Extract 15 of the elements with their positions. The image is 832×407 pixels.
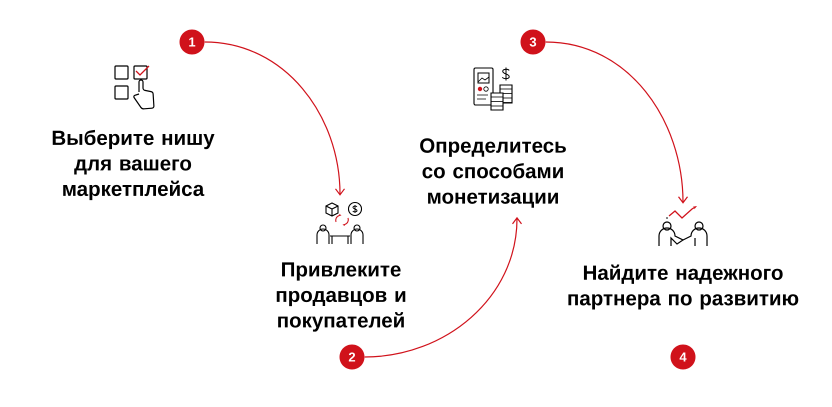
curved-arrow	[546, 41, 688, 204]
number-badge: 4	[670, 344, 696, 370]
step-title: Найдите надежного партнера по развитию	[568, 264, 798, 310]
curved-arrow	[364, 216, 522, 358]
number-badge: 3	[520, 30, 546, 54]
number-badge: 1	[180, 30, 204, 54]
step-title: Привлеките продавцов и покупателей	[276, 262, 406, 332]
number-badge: 2	[340, 344, 364, 370]
curved-arrow	[204, 41, 345, 196]
checklist-icon	[114, 65, 154, 110]
trade-icon	[316, 202, 364, 245]
handshake-icon	[658, 206, 708, 247]
monetization-icon	[473, 67, 513, 111]
step-title: Определитесь со способами монетизации	[420, 138, 566, 208]
step-title: Выберите нишу для вашего маркетплейса	[52, 130, 215, 200]
